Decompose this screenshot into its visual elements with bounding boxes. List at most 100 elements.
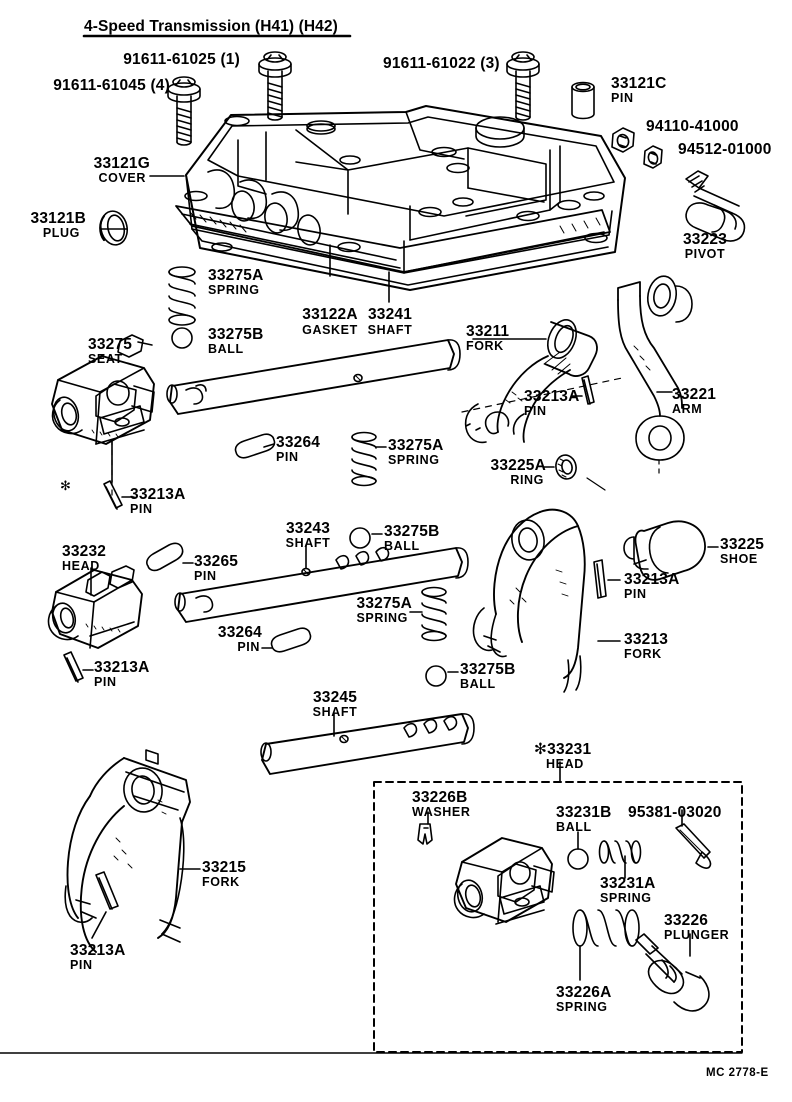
arm-33221 (617, 275, 693, 461)
pin-33213a-fork33213 (593, 559, 607, 599)
label-33213a-fork33215-name: PIN (70, 958, 93, 972)
label-33241: 33241 (367, 306, 413, 323)
screw-95381-03020 (675, 823, 712, 869)
label-33223: 33223 (682, 231, 728, 248)
label-33264-upper: 33264 (276, 434, 321, 451)
label-33121c-name: PIN (611, 91, 634, 105)
label-95381-03020: 95381-03020 (628, 804, 722, 821)
label-33245: 33245 (312, 689, 358, 706)
label-33213a-fork33213: 33213A (624, 571, 680, 588)
shaft-33241 (166, 339, 461, 415)
label-33275b-middle: 33275B (384, 523, 440, 540)
cover-33121g (184, 105, 626, 291)
label-33121g-name: COVER (98, 171, 146, 185)
label-33213a-fork33215: 33213A (70, 942, 126, 959)
pivot-33223 (685, 170, 746, 242)
label-91611-61025: 91611-61025 (1) (123, 51, 240, 68)
label-33121g: 33121G (93, 155, 150, 172)
label-33122a: 33122A (302, 306, 358, 323)
label-33275a-upper: 33275A (208, 267, 264, 284)
label-33226b: 33226B (412, 789, 468, 806)
drawing-code: MC 2778-E (706, 1067, 769, 1079)
label-33225-name: SHOE (720, 552, 758, 566)
label-33231b: 33231B (556, 804, 612, 821)
pin-33213a-fork33211 (581, 375, 595, 405)
label-33215-name: FORK (202, 875, 240, 889)
washer-33226b (417, 823, 433, 845)
head-33231-body (453, 837, 555, 925)
label-33213-name: FORK (624, 647, 662, 661)
gasket-33122a (175, 205, 611, 273)
label-33226a-name: SPRING (556, 1000, 608, 1014)
fork-33211 (464, 319, 598, 444)
ball-33231b (567, 848, 589, 870)
label-33243-name: SHAFT (285, 536, 331, 550)
nut-94110-41000 (611, 127, 635, 153)
label-33275a-lower-name: SPRING (356, 611, 408, 625)
label-33226-name: PLUNGER (664, 928, 730, 942)
label-33213a-left-name: PIN (130, 502, 153, 516)
label-33215: 33215 (202, 859, 247, 876)
label-33225a: 33225A (490, 457, 546, 474)
inset-box (373, 781, 743, 1053)
label-33241-name: SHAFT (367, 323, 413, 337)
pin-33213a-left-upper (103, 480, 123, 510)
fork-33213 (472, 508, 586, 693)
label-33221: 33221 (672, 386, 717, 403)
pin-33264-lower (270, 627, 312, 653)
label-33231a: 33231A (600, 875, 656, 892)
label-33122a-name: GASKET (302, 323, 358, 337)
spring-33231a (598, 840, 642, 864)
label-33275-name: SEAT (88, 352, 123, 366)
label-33275b-upper: 33275B (208, 326, 264, 343)
label-33264-lower-name: PIN (237, 640, 260, 654)
plug-33121b (99, 210, 128, 246)
label-33121c: 33121C (611, 75, 667, 92)
label-91611-61022: 91611-61022 (3) (383, 55, 500, 72)
label-33245-name: SHAFT (312, 705, 358, 719)
head-33232 (47, 565, 143, 649)
label-91611-61045: 91611-61045 (4) (53, 77, 170, 94)
shaft-33245 (260, 713, 475, 775)
spring-33275a-upper (168, 266, 196, 326)
label-33225: 33225 (720, 536, 765, 553)
label-33225a-name: RING (510, 473, 544, 487)
label-33213a-fork33213-name: PIN (624, 587, 647, 601)
plunger-33226 (635, 933, 710, 1012)
label-33223-name: PIVOT (684, 247, 726, 261)
bolt-91611-61025 (258, 51, 292, 121)
label-33243: 33243 (285, 520, 331, 537)
label-33231a-name: SPRING (600, 891, 652, 905)
label-33232: 33232 (62, 543, 107, 560)
pin-33121c (571, 81, 595, 120)
label-33265: 33265 (194, 553, 239, 570)
label-33221-name: ARM (672, 402, 703, 416)
label-33231b-name: BALL (556, 820, 592, 834)
pin-33213a-head33232 (63, 651, 84, 683)
label-94110-41000: 94110-41000 (646, 118, 739, 135)
label-33213: 33213 (624, 631, 669, 648)
label-33226: 33226 (664, 912, 709, 929)
label-33213a-head33232: 33213A (94, 659, 150, 676)
label-33231: ✻33231 (534, 741, 592, 758)
label-33213a-fork33211: 33213A (524, 388, 580, 405)
label-33211-name: FORK (466, 339, 504, 353)
label-33275b-lower: 33275B (460, 661, 516, 678)
label-33213a-fork33211-name: PIN (524, 404, 547, 418)
label-33121b: 33121B (30, 210, 86, 227)
ball-33275b-lower (425, 665, 447, 687)
label-94512-01000: 94512-01000 (678, 141, 772, 158)
label-33265-name: PIN (194, 569, 217, 583)
label-33213a-head33232-name: PIN (94, 675, 117, 689)
label-33275a-upper-name: SPRING (208, 283, 260, 297)
spring-33226a (572, 909, 640, 947)
label-33121b-name: PLUG (42, 226, 80, 240)
label-33226a: 33226A (556, 984, 612, 1001)
label-33231-name: HEAD (546, 757, 584, 771)
label-33264-lower: 33264 (217, 624, 262, 641)
bolt-91611-61022 (506, 51, 540, 121)
label-33211: 33211 (466, 323, 510, 340)
label-33275a-lower: 33275A (356, 595, 412, 612)
